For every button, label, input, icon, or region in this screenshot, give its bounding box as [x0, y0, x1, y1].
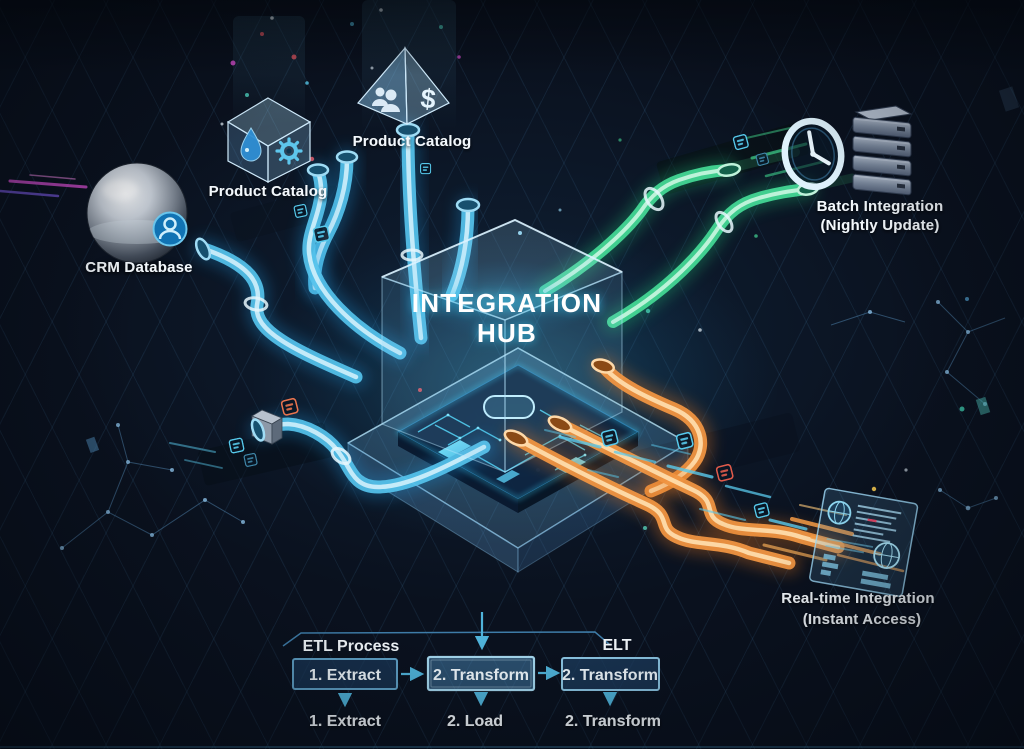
globe-icon	[827, 500, 852, 525]
batch-label-line1: Batch Integration	[817, 198, 944, 215]
pipe-orange-upper	[547, 413, 850, 559]
hub-title: INTEGRATION HUB	[412, 288, 602, 348]
holo-panel-pyramid	[362, 0, 456, 130]
flow-box-extract-label: 1. Extract	[309, 667, 382, 684]
constellation-right	[830, 86, 1020, 511]
realtime-label-line2: (Instant Access)	[803, 611, 922, 628]
clock-icon	[781, 117, 845, 191]
pipe-blue-bottom-left	[248, 409, 496, 499]
hub-title-line2: HUB	[477, 318, 537, 348]
pipe-blue-cube	[296, 160, 412, 365]
crm-sphere-icon	[86, 162, 188, 273]
dashboard-card-icon	[809, 487, 919, 597]
pipe-orange-lower	[503, 427, 801, 575]
flow-sub-transform: 2. Transform	[565, 713, 661, 730]
flow-box-transform-right-label: 2. Transform	[562, 667, 658, 684]
realtime-label-line1: Real-time Integration	[781, 590, 934, 607]
pyramid-label: Product Catalog	[353, 133, 472, 150]
hub-core-chip	[483, 395, 535, 419]
flow-box-transform-mid	[426, 655, 536, 692]
flow-sub-extract: 1. Extract	[309, 713, 382, 730]
droplet-icon	[240, 127, 262, 162]
flow-box-transform-mid-label: 2. Transform	[433, 667, 529, 684]
cube-label: Product Catalog	[209, 183, 328, 200]
cyan-streaks	[169, 429, 808, 531]
product-cube-icon	[226, 97, 312, 183]
crm-label: CRM Database	[85, 259, 192, 276]
server-stack-icon	[852, 105, 913, 196]
hub-glass-cube	[381, 218, 623, 473]
process-flow-diagram: ETL Process ELT 1. Extract 2. Transform …	[282, 612, 661, 730]
globe-icon-2	[873, 542, 901, 569]
pipe-blue-crm	[192, 237, 368, 389]
flow-sub-load: 2. Load	[447, 713, 503, 730]
hub-title-line1: INTEGRATION	[412, 288, 602, 318]
flow-box-transform-mid-inner	[430, 659, 532, 688]
orange-streaks	[762, 504, 905, 573]
people-icon	[372, 87, 400, 112]
etl-title: ETL Process	[303, 638, 400, 655]
user-icon	[152, 211, 188, 247]
flow-bracket-line	[282, 631, 610, 647]
gear-icon	[275, 137, 303, 165]
flow-box-transform-right	[561, 657, 660, 691]
elt-title: ELT	[602, 637, 631, 654]
product-pyramid-icon: $	[357, 46, 450, 125]
constellation-bottom-left	[60, 423, 245, 550]
pipe-blue-pyramid	[395, 119, 433, 350]
flow-box-extract	[292, 658, 398, 690]
batch-label-line2: (Nightly Update)	[820, 217, 939, 234]
holo-panel-cube	[233, 16, 305, 128]
dollar-icon: $	[419, 83, 437, 114]
magenta-streaks	[0, 174, 88, 198]
